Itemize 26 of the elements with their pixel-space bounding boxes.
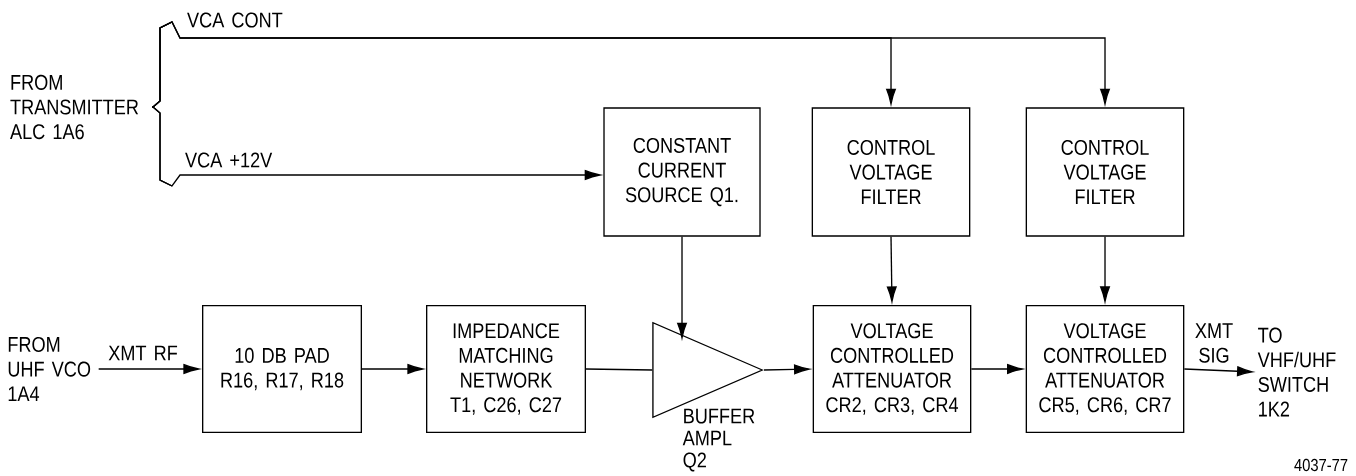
signal-text: FROM UHF VCO 1A4 [8,336,91,402]
arrow [98,364,200,374]
arrow [151,106,601,187]
block-box: CONSTANT CURRENT SOURCE Q1. [603,107,761,237]
block-box: CONTROL VOLTAGE FILTER [811,107,971,237]
block-box: 10 DB PAD R16, R17, R18 [202,305,362,433]
arrow [886,236,897,303]
arrow [1183,366,1253,377]
edge-label: XMT RF [108,345,178,361]
amplifier-label: BUFFER AMPL Q2 [682,408,755,472]
block-box: IMPEDANCE MATCHING NETWORK T1, C26, C27 [426,305,586,433]
edge-label: VCA +12V [185,152,273,168]
arrow [361,364,424,374]
arrow [970,364,1023,374]
arrow [1100,236,1110,303]
figure-number: 4037-77 [1294,458,1348,472]
edge-label: XMT SIG [1195,323,1233,363]
arrow [763,364,810,375]
signal-text: FROM TRANSMITTER ALC 1A6 [10,74,139,140]
arrow [677,236,687,339]
block-box: VOLTAGE CONTROLLED ATTENUATOR CR5, CR6, CR7 [1025,305,1185,433]
block-box: VOLTAGE CONTROLLED ATTENUATOR CR2, CR3, CR4 [812,305,972,433]
edge-label: VCA CONT [187,12,283,28]
signal-text: TO VHF/UHF SWITCH 1K2 [1257,327,1336,417]
arrow [151,21,1110,108]
block-box: CONTROL VOLTAGE FILTER [1025,107,1185,237]
